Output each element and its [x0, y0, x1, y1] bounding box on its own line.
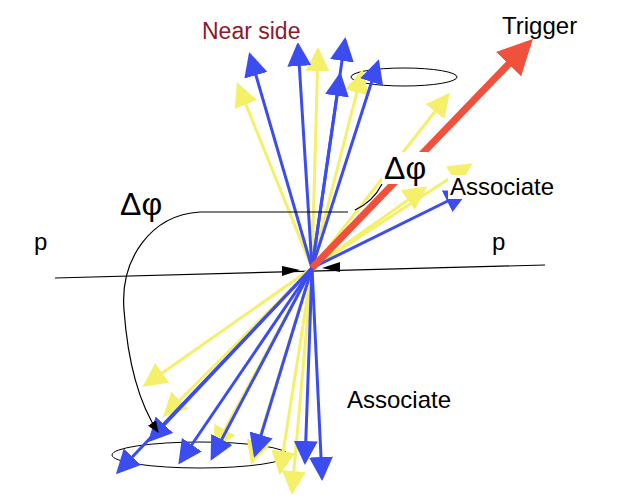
delta-phi-arc [124, 212, 348, 432]
angle-label: Δφ [382, 152, 428, 184]
particle-label: Trigger [500, 14, 579, 38]
particle-label: Associate [448, 175, 556, 199]
beam-label: p [490, 230, 507, 254]
delta-phi-arc [355, 184, 382, 210]
angle-label: Δφ [118, 188, 164, 220]
region-label: Near side [200, 20, 302, 43]
near-cone [351, 68, 457, 86]
beam-head [322, 262, 340, 272]
beam-head [282, 266, 300, 276]
away-cone [112, 442, 288, 468]
beam-label: p [32, 230, 49, 254]
particle-label: Associate [345, 388, 453, 412]
particle-tracks [118, 40, 470, 492]
trigger-track [312, 44, 528, 268]
